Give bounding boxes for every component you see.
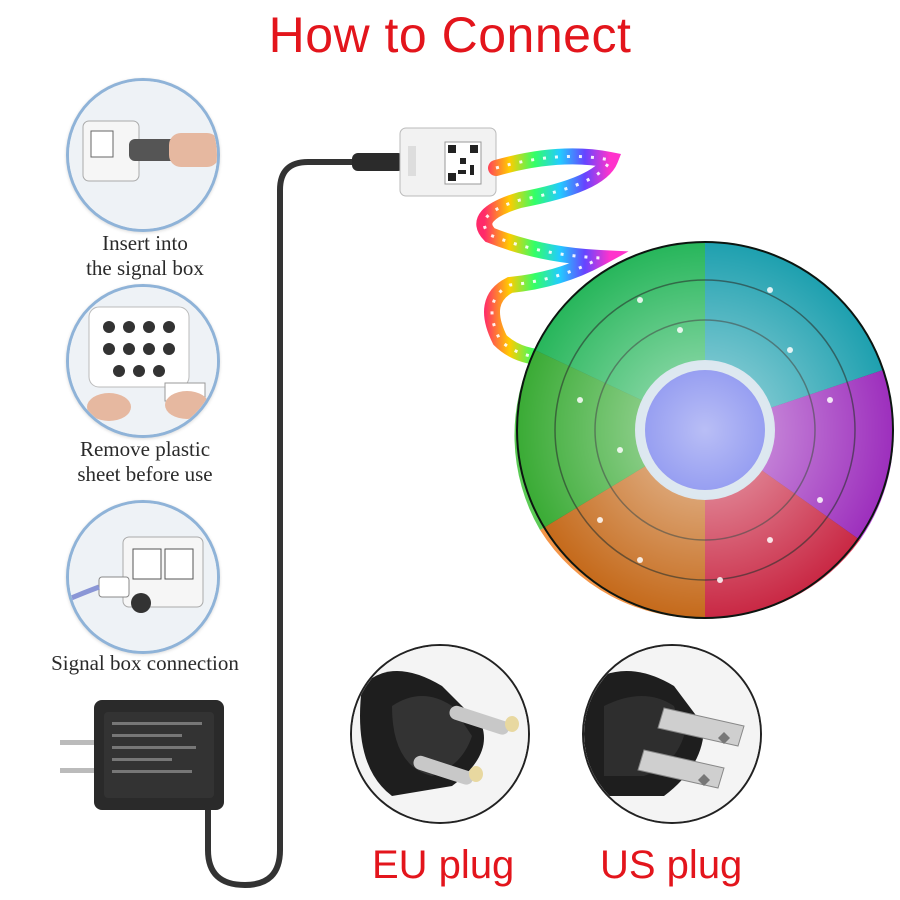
- step-2-line-1: Remove plastic: [79, 437, 211, 461]
- controller-box: [399, 127, 497, 197]
- power-cable: [205, 159, 363, 889]
- eu-plug-image: [350, 644, 530, 824]
- eu-plug-icon: [352, 646, 528, 822]
- us-plug-image: [582, 644, 762, 824]
- step-1-label: Insert into the signal box: [40, 231, 250, 281]
- us-plug-icon: [584, 646, 760, 822]
- dc-jack-into-box-icon: [69, 81, 217, 229]
- page-title: How to Connect: [268, 7, 632, 63]
- remote-control-icon: [69, 287, 217, 435]
- step-1-line-2: the signal box: [86, 256, 204, 280]
- led-reel: [514, 241, 894, 619]
- connector-plug-icon: [69, 503, 217, 651]
- step-1-line-1: Insert into: [102, 231, 188, 255]
- step-2-image: [66, 284, 220, 438]
- eu-plug-label: EU plug: [372, 843, 515, 887]
- step-3-label: Signal box connection: [51, 651, 239, 675]
- step-2-line-2: sheet before use: [77, 462, 213, 486]
- dc-barrel-connector: [352, 153, 404, 171]
- power-adapter: [60, 700, 224, 810]
- step-2-label: Remove plastic sheet before use: [40, 437, 250, 487]
- step-3-image: [66, 500, 220, 654]
- step-1-image: [66, 78, 220, 232]
- us-plug-label: US plug: [600, 843, 743, 887]
